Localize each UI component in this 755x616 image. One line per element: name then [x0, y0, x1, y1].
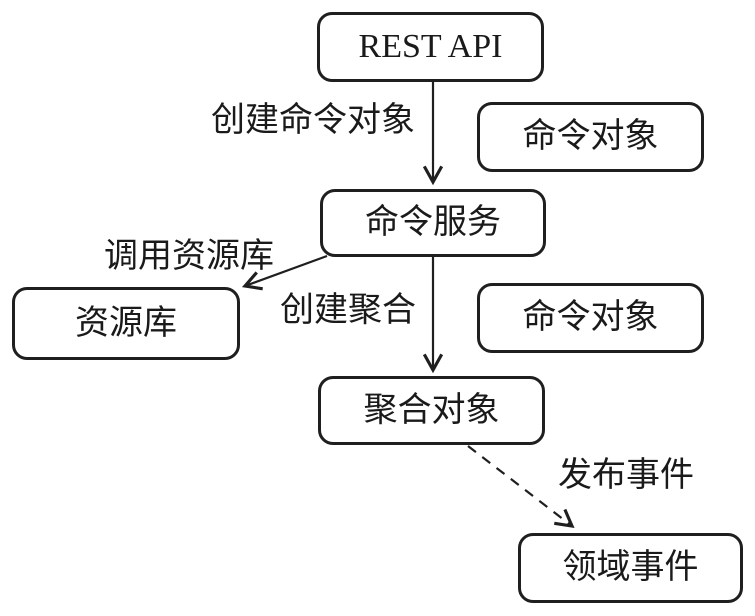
node-rest-api: REST API	[317, 12, 544, 82]
node-command-service: 命令服务	[320, 189, 546, 257]
node-domain-event: 领域事件	[518, 533, 743, 603]
arrow-aggregate-to-domain-event-dashed	[467, 445, 575, 528]
node-command-object-top: 命令对象	[477, 102, 704, 172]
node-command-object-middle: 命令对象	[477, 283, 704, 353]
node-aggregate-object: 聚合对象	[318, 376, 545, 445]
edge-label-create-command-object: 创建命令对象	[211, 102, 415, 139]
arrow-command-service-to-repository	[241, 254, 328, 291]
edge-label-create-aggregate: 创建聚合	[280, 292, 416, 329]
node-repository: 资源库	[12, 287, 240, 360]
edge-label-publish-event: 发布事件	[558, 457, 694, 494]
edge-label-call-repository: 调用资源库	[104, 238, 274, 275]
